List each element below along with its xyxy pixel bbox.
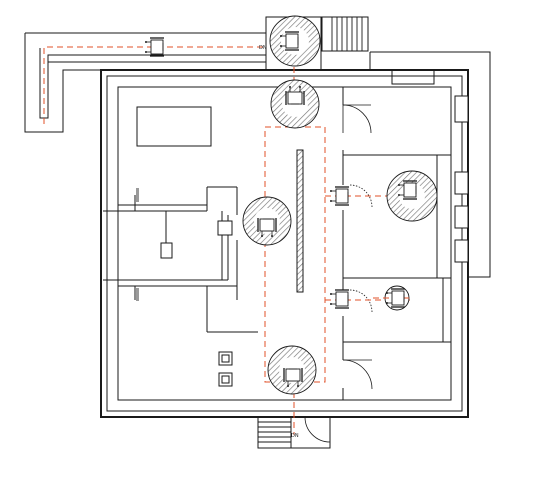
windows — [454, 95, 469, 263]
stair-icon — [258, 421, 291, 443]
dn-label-top: DN — [259, 45, 267, 51]
right-annex — [369, 51, 491, 278]
bottom-entry — [257, 416, 331, 449]
stair-icon — [331, 17, 363, 51]
furniture — [136, 106, 233, 387]
door-swing-icon — [342, 104, 373, 390]
entry-corridor — [24, 32, 266, 133]
center-partition — [296, 149, 304, 293]
door-swing-icon — [304, 416, 331, 443]
interior-walls — [103, 87, 451, 400]
dn-label-bottom: DN — [291, 433, 299, 439]
grab-bars — [136, 188, 139, 301]
